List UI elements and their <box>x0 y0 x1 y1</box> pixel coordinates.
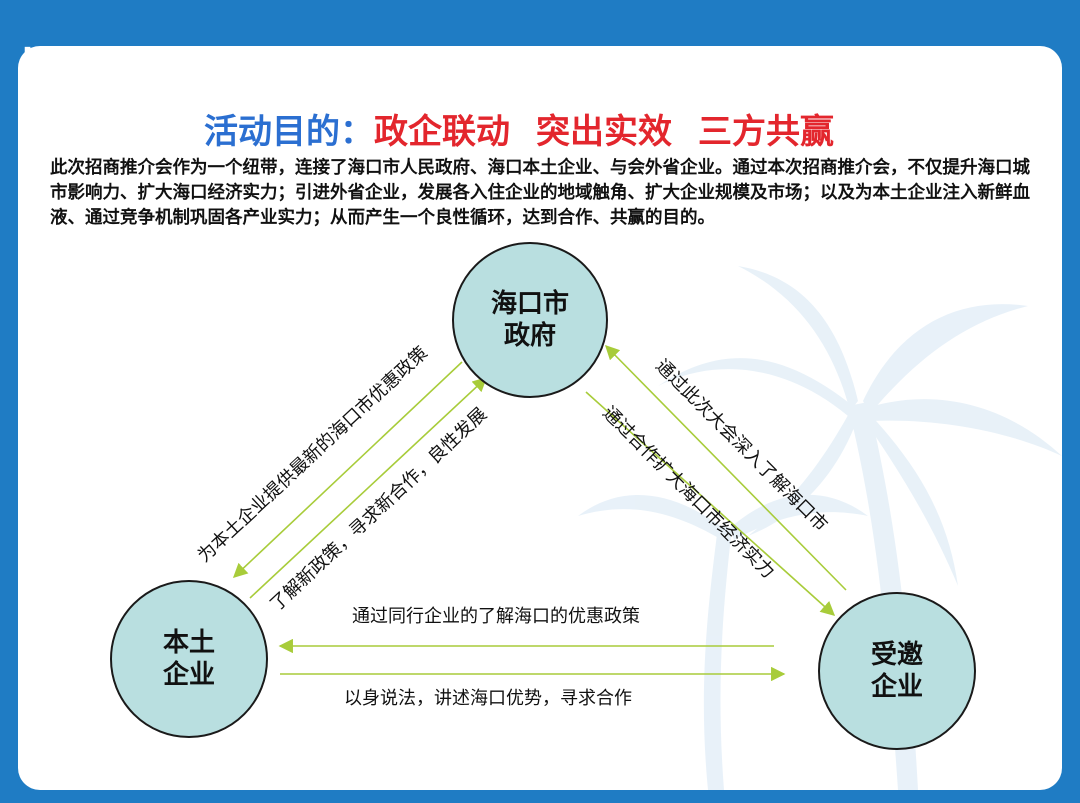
node-government-line-1: 海口市 <box>490 289 569 319</box>
node-local-line-2: 企业 <box>162 660 215 690</box>
title-colon: ： <box>340 112 374 152</box>
node-local-enterprises: 本土 企业 <box>110 580 268 738</box>
logo-line-1: HAIKOU <box>22 42 166 77</box>
edge-label-invited-to-local: 通过同行企业的了解海口的优惠政策 <box>352 606 640 627</box>
edge-label-local-to-invited: 以身说法，讲述海口优势，寻求合作 <box>344 688 632 709</box>
node-invited-line-2: 企业 <box>870 672 923 702</box>
node-government: 海口市 政府 <box>452 242 608 398</box>
node-local-line-1: 本土 <box>162 628 215 658</box>
logo-line-2: Investment <box>22 75 144 97</box>
arrow-gov-to-invited <box>585 391 836 616</box>
title-goal-2: 突出实效 <box>536 112 672 152</box>
arrow-gov-to-local <box>232 361 463 578</box>
logo-line-4: 2 <box>22 113 41 143</box>
title-label: 活动目的 <box>204 112 340 152</box>
node-government-line-2: 政府 <box>503 321 556 351</box>
logo-line-3: Promotion <box>22 95 134 117</box>
title-goal-3: 三方共赢 <box>698 112 834 152</box>
haikou-logo: HAIKOU Investment Promotion 2 <box>22 42 166 143</box>
node-invited-line-1: 受邀 <box>870 640 923 670</box>
title-goal-1: 政企联动 <box>374 112 510 152</box>
arrow-local-to-gov <box>249 377 488 599</box>
arrow-invited-to-gov <box>604 344 847 591</box>
slide-title: 活动目的：政企联动突出实效三方共赢 <box>204 110 860 154</box>
intro-paragraph: 此次招商推介会作为一个纽带，连接了海口市人民政府、海口本土企业、与会外省企业。通… <box>50 158 1030 228</box>
node-invited-enterprises: 受邀 企业 <box>818 592 976 750</box>
